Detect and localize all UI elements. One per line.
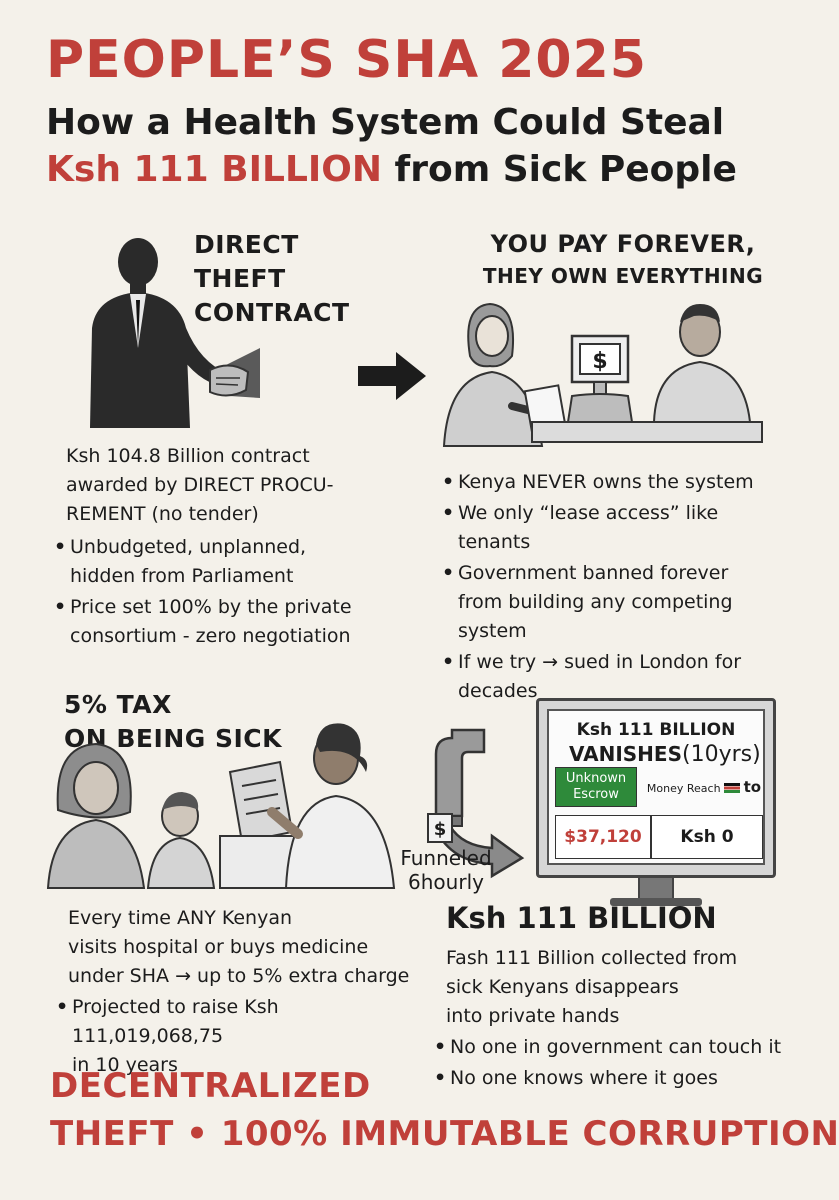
intro-line: Every time ANY Kenyan xyxy=(68,907,293,929)
vanish-text: Fash 111 Billion collected from sick Ken… xyxy=(434,944,786,1093)
bullet-item: No one knows where it goes xyxy=(432,1064,786,1093)
footer-line2: THEFT • 100% IMMUTABLE CORRUPTION xyxy=(50,1114,839,1154)
page-title: PEOPLE’S SHA 2025 xyxy=(46,30,647,90)
heading-line: THEY OWN EVERYTHING xyxy=(482,264,764,288)
subtitle-rest: from Sick People xyxy=(382,149,737,190)
cash-register-icon xyxy=(566,334,634,423)
footer-line1: DECENTRALIZED xyxy=(50,1066,371,1106)
handshake-icon xyxy=(209,364,250,397)
amount-left-cell: $37,120 xyxy=(555,815,651,859)
vanish-heading: Ksh 111 BILLION xyxy=(446,901,717,935)
pharmacy-illustration xyxy=(46,723,396,889)
reach-label: Money Reach xyxy=(646,782,721,795)
intro-line: under SHA → up to 5% extra charge xyxy=(68,965,410,987)
bullet-item: Unbudgeted, unplanned,hidden from Parlia… xyxy=(52,533,386,591)
money-reach-cell: Money Reach to xyxy=(645,771,763,805)
handshake-illustration xyxy=(90,238,260,428)
bullet-item: Kenya NEVER owns the system xyxy=(440,468,796,497)
subtitle-line1: How a Health System Could Steal xyxy=(46,102,725,143)
sick-tax-bullets: Projected to raise Ksh 111,019,068,75in … xyxy=(54,993,428,1080)
intro-line: visits hospital or buys medicine xyxy=(68,936,369,958)
label-line: 6hourly xyxy=(408,870,484,894)
subtitle-line2: Ksh 111 BILLION from Sick People xyxy=(46,146,776,194)
bullet-item: No one in government can touch it xyxy=(432,1033,786,1062)
pay-forever-text: Kenya NEVER owns the system We only “lea… xyxy=(440,466,796,706)
child-figure xyxy=(146,792,216,889)
pharmacist-figure xyxy=(267,723,396,889)
dollar-tag xyxy=(427,813,453,843)
heading-line: DIRECT xyxy=(194,230,299,259)
intro-line: sick Kenyans disappears xyxy=(446,976,679,998)
vanishes-suffix: (10yrs) xyxy=(682,742,761,767)
bullet-item: We only “lease access” like tenants xyxy=(440,499,796,557)
register-symbol: $ xyxy=(592,349,607,374)
intro-line: awarded by DIRECT PROCU- xyxy=(66,474,334,496)
vanish-bullets: No one in government can touch it No one… xyxy=(432,1033,786,1093)
bullet-item: Projected to raise Ksh 111,019,068,75in … xyxy=(54,993,428,1080)
bullet-item: Price set 100% by the privateconsortium … xyxy=(52,593,386,651)
intro-line: Fash 111 Billion collected from xyxy=(446,947,738,969)
monitor-stand xyxy=(638,878,674,900)
counter xyxy=(531,421,763,443)
heading-line: CONTRACT xyxy=(194,298,350,327)
heading-line: YOU PAY FOREVER, xyxy=(490,230,756,258)
direct-theft-text: Ksh 104.8 Billion contract awarded by DI… xyxy=(54,442,386,651)
screen-title-vanishes: VANISHES(10yrs) xyxy=(569,741,761,768)
monitor-base xyxy=(610,898,702,906)
reach-suffix: to xyxy=(743,778,762,796)
vanishes-text: VANISHES xyxy=(569,742,682,766)
funneled-label: Funneled 6hourly xyxy=(386,846,506,894)
pay-forever-heading: YOU PAY FOREVER, THEY OWN EVERYTHING xyxy=(458,228,788,292)
cashier-figure xyxy=(652,304,752,423)
mother-figure xyxy=(46,742,146,889)
intro-line: into private hands xyxy=(446,1005,620,1027)
screen-title: Ksh 111 BILLION xyxy=(576,720,736,740)
funnel-pipe-illustration: $ xyxy=(427,728,525,879)
heading-line: 5% TAX xyxy=(64,690,172,719)
amount-right-cell: Ksh 0 xyxy=(651,815,763,859)
intro-line: REMENT (no tender) xyxy=(66,503,259,525)
heading-line: THEFT xyxy=(194,264,286,293)
intro-line: Ksh 104.8 Billion contract xyxy=(66,445,310,467)
dollar-symbol: $ xyxy=(434,819,447,840)
kenya-flag-icon xyxy=(724,783,741,793)
sick-tax-text: Every time ANY Kenyan visits hospital or… xyxy=(56,904,428,1080)
customer-figure xyxy=(442,302,548,447)
direct-theft-heading: DIRECT THEFT CONTRACT xyxy=(194,228,394,330)
subtitle-highlight: Ksh 111 BILLION xyxy=(46,149,383,190)
direct-theft-bullets: Unbudgeted, unplanned,hidden from Parlia… xyxy=(52,533,386,651)
arrow-right-icon xyxy=(358,352,426,400)
cashier-illustration: $ xyxy=(442,302,763,447)
label-line: Funneled xyxy=(400,846,492,870)
pay-forever-bullets: Kenya NEVER owns the system We only “lea… xyxy=(440,468,796,706)
